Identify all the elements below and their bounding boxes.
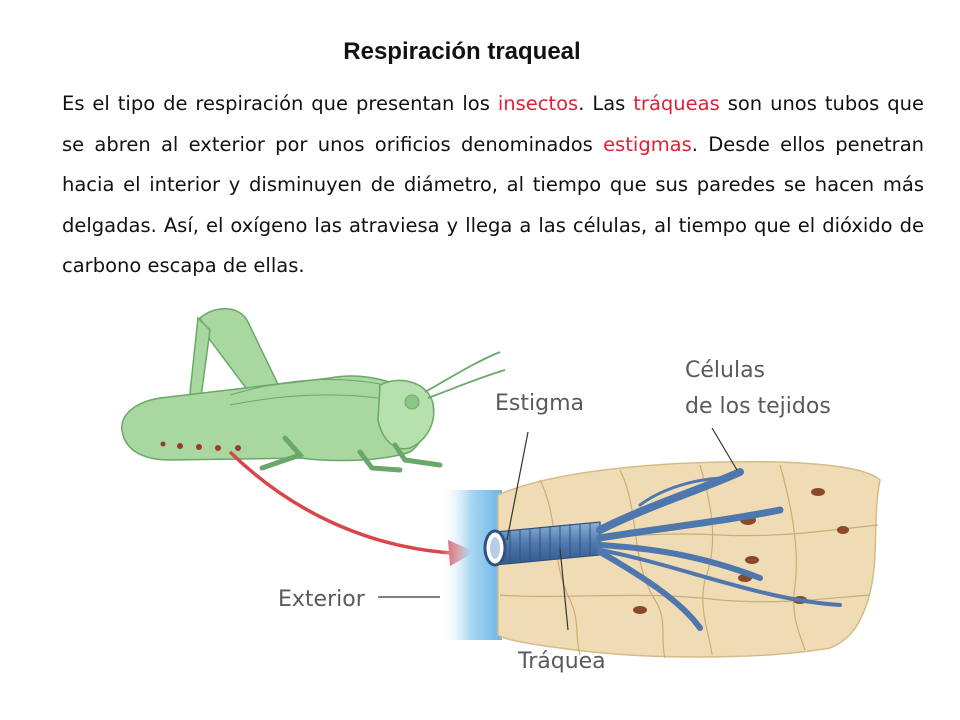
label-exterior: Exterior bbox=[278, 587, 366, 612]
traquea-leader bbox=[559, 547, 569, 631]
label-traquea: Tráquea bbox=[517, 649, 606, 674]
label-estigma: Estigma bbox=[495, 391, 584, 416]
arrow bbox=[228, 450, 453, 555]
page-title: Respiración traqueal bbox=[343, 38, 581, 65]
celulas-leader bbox=[711, 427, 738, 471]
grasshopper bbox=[121, 308, 506, 473]
label-celulas-line1: Células bbox=[685, 358, 765, 383]
grasshopper-eye bbox=[404, 394, 420, 410]
highlight-insectos: insectos bbox=[497, 92, 579, 115]
grasshopper-antenna bbox=[427, 369, 506, 399]
text-segment: . Las bbox=[578, 92, 634, 115]
text-segment: son unos tubos que se abren al exterior … bbox=[62, 92, 924, 156]
highlight-traqueas: tráqueas bbox=[633, 92, 720, 115]
text-segment: . Desde ellos penetran hacia el interior… bbox=[62, 132, 924, 278]
trachea bbox=[483, 468, 842, 631]
grasshopper-head bbox=[377, 379, 435, 450]
text-segment: Es el tipo de respiración que presentan … bbox=[62, 92, 498, 115]
estigma-leader bbox=[506, 431, 529, 541]
description-paragraph: Es el tipo de respiración que presentan … bbox=[62, 84, 924, 287]
label-celulas-line2: de los tejidos bbox=[685, 394, 831, 419]
spiracles bbox=[160, 441, 241, 451]
grasshopper-antenna bbox=[424, 351, 501, 393]
highlight-estigmas: estigmas bbox=[603, 132, 692, 156]
